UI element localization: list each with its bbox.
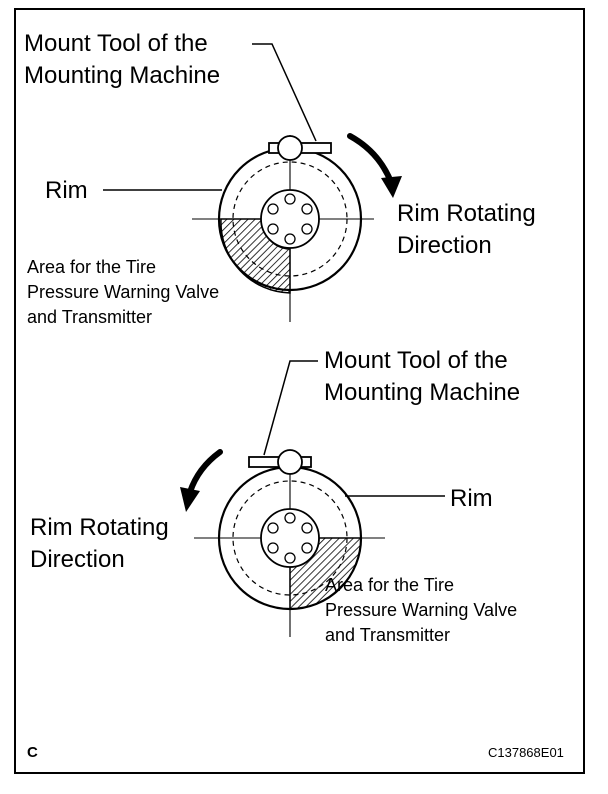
top-area-label-line3: and Transmitter xyxy=(27,307,153,327)
top-area-label-line2: Pressure Warning Valve xyxy=(27,282,220,302)
top-rotation-arrow-icon xyxy=(347,133,402,198)
bottom-area-label-line3: and Transmitter xyxy=(325,625,451,645)
bottom-area-label-line2: Pressure Warning Valve xyxy=(325,600,518,620)
top-mount-tool-label-line1: Mount Tool of the xyxy=(24,30,208,57)
top-rotation-label-line2: Direction xyxy=(397,232,492,259)
bottom-rotation-label-line2: Direction xyxy=(30,546,125,573)
figure-frame xyxy=(14,8,585,774)
top-mount-tool-leader xyxy=(252,43,317,142)
bottom-rotation-arrow-icon xyxy=(180,449,223,512)
top-rotation-label-line1: Rim Rotating xyxy=(397,200,536,227)
top-rim-label: Rim xyxy=(45,177,88,204)
bottom-mount-tool-label-line1: Mount Tool of the xyxy=(324,347,508,374)
bottom-rotation-label-line1: Rim Rotating xyxy=(30,514,169,541)
bottom-rim-label: Rim xyxy=(450,485,493,512)
top-mount-tool-label-line2: Mounting Machine xyxy=(24,62,221,89)
bottom-mount-tool-icon xyxy=(248,449,312,475)
top-wheel-diagram xyxy=(103,43,402,322)
bottom-mount-tool-label-line2: Mounting Machine xyxy=(324,379,521,406)
bottom-wheel-diagram xyxy=(180,360,445,637)
bottom-lug-holes xyxy=(267,512,313,564)
bottom-area-label-line1: Area for the Tire xyxy=(325,575,455,595)
top-mount-tool-icon xyxy=(268,135,332,161)
top-lug-holes xyxy=(267,193,313,245)
bottom-mount-tool-leader xyxy=(263,360,318,456)
corner-letter: C xyxy=(27,744,38,761)
top-area-label-line1: Area for the Tire xyxy=(27,257,157,277)
figure-code: C137868E01 xyxy=(488,745,564,760)
